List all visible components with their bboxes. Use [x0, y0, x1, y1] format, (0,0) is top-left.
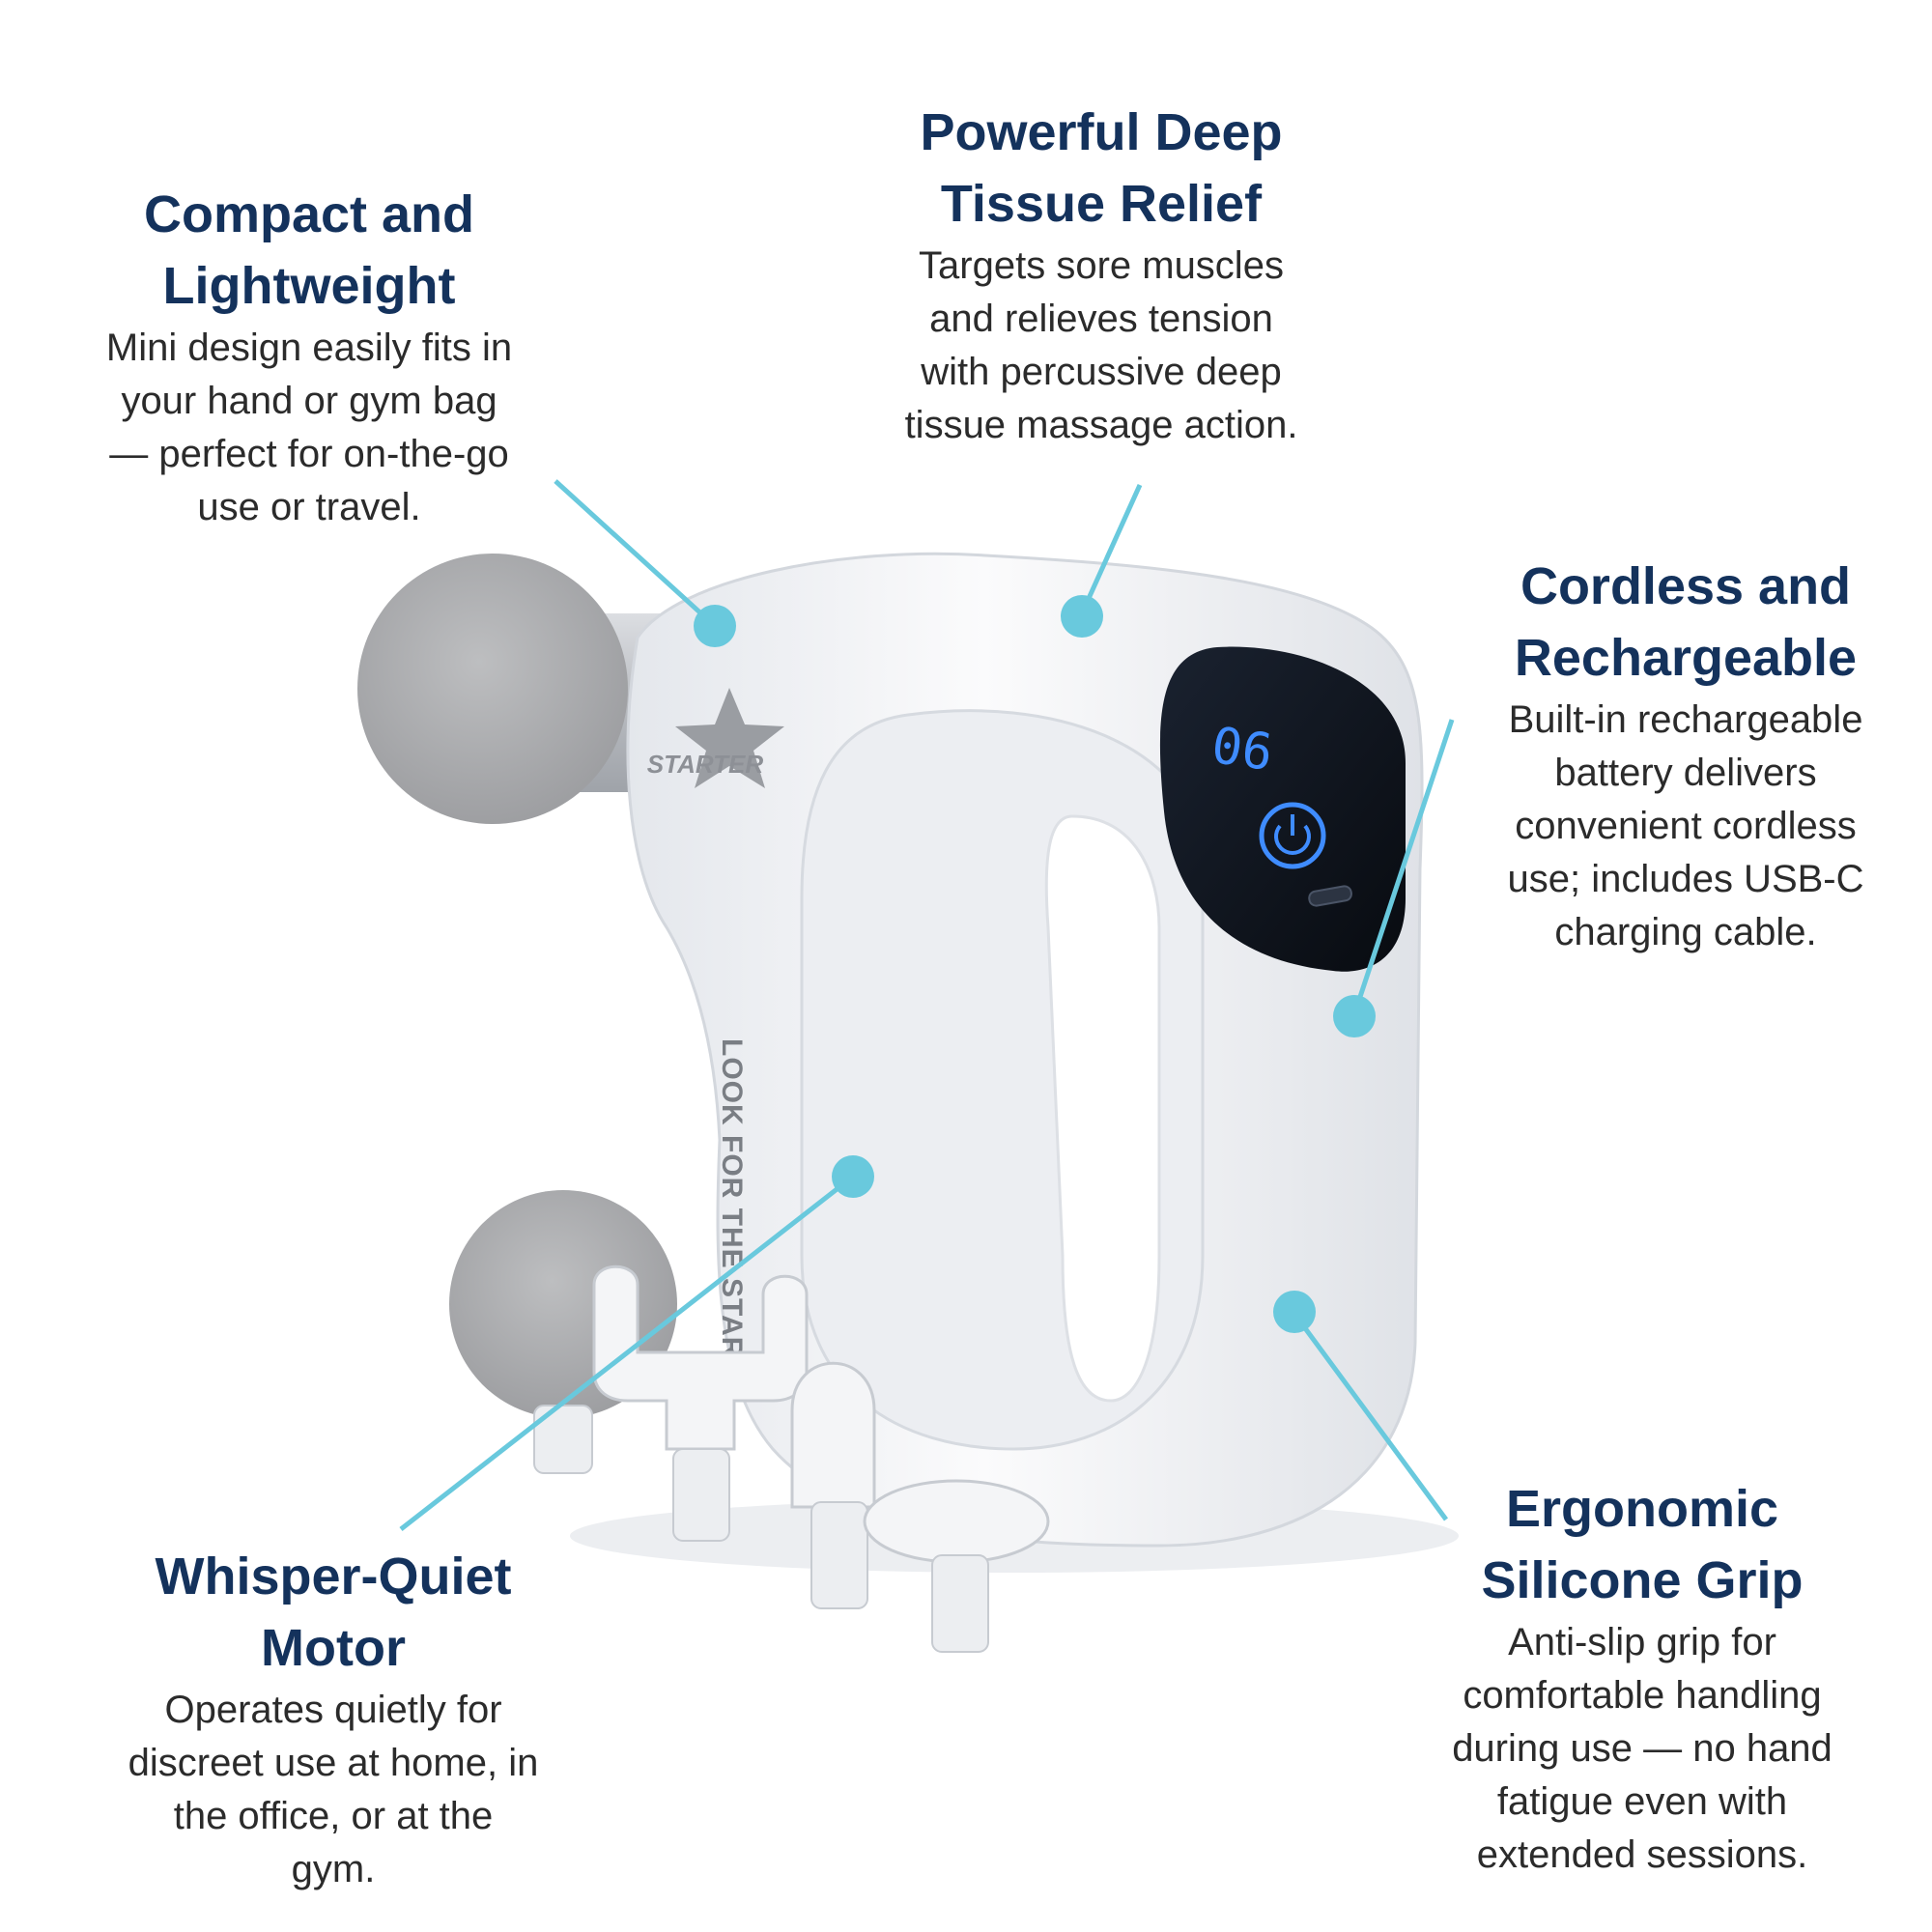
speed-level-display: 06: [1208, 717, 1276, 782]
callout-dot-grip: [1273, 1291, 1316, 1333]
feature-power: Powerful Deep Tissue Relief Targets sore…: [850, 97, 1352, 452]
side-slogan-text: LOOK FOR THE STAR: [716, 1038, 748, 1358]
feature-cordless-title: Cordless and Rechargeable: [1459, 551, 1913, 694]
starter-logo-text: STARTER: [647, 750, 764, 779]
feature-quiet-title-line1: Whisper-Quiet: [155, 1548, 512, 1605]
feature-power-title-line2: Tissue Relief: [940, 175, 1263, 233]
feature-cordless-desc-line3: convenient cordless: [1515, 805, 1857, 847]
feature-cordless-desc-line4: use; includes USB-C: [1507, 858, 1864, 900]
starter-logo-icon: [675, 688, 784, 788]
feature-quiet-desc-line4: gym.: [291, 1848, 376, 1890]
handle-opening: [1044, 814, 1161, 1403]
bullet-stem: [810, 1501, 868, 1609]
power-icon: [1259, 802, 1326, 869]
feature-quiet-title-line2: Motor: [261, 1619, 406, 1677]
feature-compact-desc-line1: Mini design easily fits in: [105, 327, 513, 369]
feature-power-desc-line3: with percussive deep: [921, 351, 1282, 393]
feature-cordless-title-line2: Rechargeable: [1514, 629, 1858, 687]
callout-dot-compact: [694, 605, 736, 647]
feature-compact-description: Mini design easily fits in your hand or …: [39, 322, 580, 534]
feature-grip-desc-line3: during use — no hand: [1452, 1727, 1833, 1770]
callout-line-compact: [554, 479, 717, 628]
callout-line-grip: [1292, 1312, 1449, 1521]
feature-grip-desc-line4: fatigue even with: [1496, 1780, 1788, 1823]
feature-cordless-description: Built-in rechargeable battery delivers c…: [1459, 694, 1913, 959]
feature-grip-description: Anti-slip grip for comfortable handling …: [1401, 1616, 1884, 1882]
callout-dot-cordless: [1333, 995, 1376, 1037]
feature-compact-title-line2: Lightweight: [162, 257, 456, 315]
attachment-bullet: [790, 1361, 876, 1609]
callout-lines: [399, 479, 1455, 1531]
fork-stem: [672, 1448, 730, 1542]
feature-quiet-title: Whisper-Quiet Motor: [58, 1541, 609, 1684]
feature-power-description: Targets sore muscles and relieves tensio…: [850, 240, 1352, 452]
feature-compact-title-line1: Compact and: [143, 185, 475, 243]
feature-grip-title-line2: Silicone Grip: [1481, 1551, 1804, 1609]
callout-dot-power: [1061, 595, 1103, 638]
feature-power-desc-line2: and relieves tension: [929, 298, 1273, 340]
feature-quiet-desc-line2: discreet use at home, in: [128, 1742, 539, 1784]
feature-compact: Compact and Lightweight Mini design easi…: [39, 179, 580, 534]
feature-cordless-desc-line5: charging cable.: [1554, 911, 1817, 953]
feature-grip-desc-line1: Anti-slip grip for: [1508, 1621, 1776, 1663]
feature-grip-title-line1: Ergonomic: [1505, 1480, 1779, 1538]
feature-power-title: Powerful Deep Tissue Relief: [850, 97, 1352, 240]
feature-quiet-desc-line3: the office, or at the: [173, 1795, 494, 1837]
feature-cordless-desc-line2: battery delivers: [1554, 752, 1817, 794]
feature-power-title-line1: Powerful Deep: [920, 103, 1283, 161]
feature-grip: Ergonomic Silicone Grip Anti-slip grip f…: [1401, 1473, 1884, 1882]
attachment-round-foam: [449, 1190, 677, 1474]
feature-grip-desc-line2: comfortable handling: [1463, 1674, 1822, 1717]
usb-c-port-icon: [1308, 885, 1352, 907]
attachment-fork: [592, 1264, 809, 1542]
power-button[interactable]: [1259, 802, 1326, 869]
attachment-flat: [863, 1479, 1050, 1653]
flat-stem: [931, 1554, 989, 1653]
feature-quiet: Whisper-Quiet Motor Operates quietly for…: [58, 1541, 609, 1896]
feature-quiet-desc-line1: Operates quietly for: [164, 1689, 502, 1731]
flat-head: [863, 1479, 1050, 1564]
callout-line-power: [1079, 483, 1143, 615]
feature-power-desc-line4: tissue massage action.: [904, 404, 1298, 446]
callout-line-cordless: [1351, 719, 1455, 1015]
fork-tips: [592, 1264, 809, 1451]
feature-compact-desc-line3: — perfect for on-the-go: [109, 433, 509, 475]
feature-cordless-title-line1: Cordless and: [1520, 557, 1852, 615]
power-symbol-arc: [1274, 824, 1311, 855]
bullet-tip: [790, 1361, 876, 1509]
feature-grip-title: Ergonomic Silicone Grip: [1401, 1473, 1884, 1616]
feature-quiet-description: Operates quietly for discreet use at hom…: [58, 1684, 609, 1896]
feature-grip-desc-line5: extended sessions.: [1476, 1833, 1808, 1876]
feature-cordless: Cordless and Rechargeable Built-in recha…: [1459, 551, 1913, 959]
feature-compact-desc-line4: use or travel.: [197, 486, 421, 528]
callout-line-quiet: [399, 1175, 855, 1531]
feature-compact-title: Compact and Lightweight: [39, 179, 580, 322]
massager-foam-head: [357, 554, 628, 824]
callout-dot-quiet: [832, 1155, 874, 1198]
feature-power-desc-line1: Targets sore muscles: [919, 244, 1284, 287]
feature-cordless-desc-line1: Built-in rechargeable: [1508, 698, 1863, 741]
feature-compact-desc-line2: your hand or gym bag: [121, 380, 497, 422]
